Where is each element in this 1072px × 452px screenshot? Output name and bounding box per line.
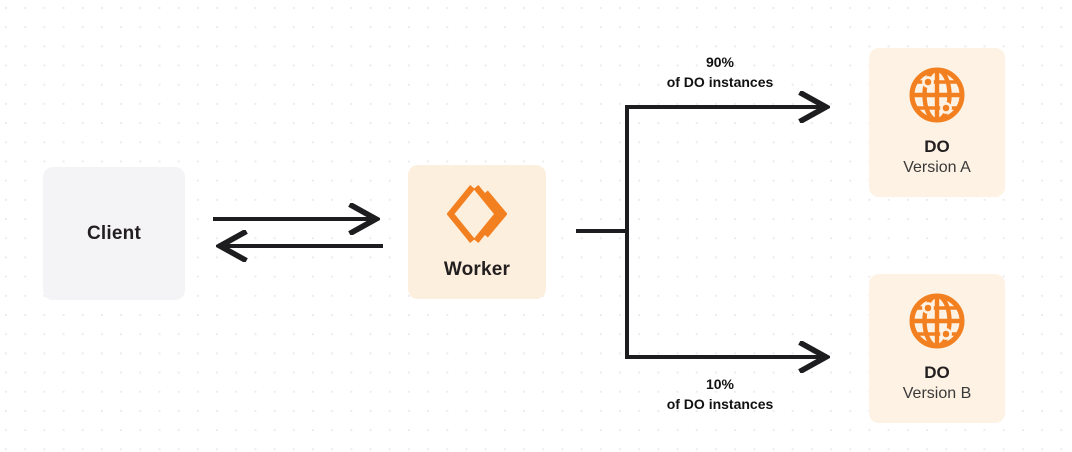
edge-label-do-a: 90% of DO instances <box>620 52 820 93</box>
node-do-b-subtitle: Version B <box>902 385 972 403</box>
durable-object-globe-icon <box>908 292 966 350</box>
node-do-a-title: DO <box>924 136 950 156</box>
node-do-b: DO Version B <box>869 274 1005 423</box>
node-do-b-title: DO <box>924 362 950 382</box>
edge-worker-to-do-b <box>625 231 826 357</box>
edge-label-do-b-caption: of DO instances <box>666 396 774 413</box>
node-worker: Worker <box>408 165 546 299</box>
edge-label-do-a-caption: of DO instances <box>666 74 774 91</box>
edge-label-do-b: 10% of DO instances <box>620 374 820 415</box>
durable-object-globe-icon <box>908 66 966 124</box>
node-worker-label: Worker <box>443 259 511 280</box>
edge-label-do-a-percent: 90% <box>705 54 735 70</box>
node-do-a: DO Version A <box>869 48 1005 197</box>
cloudflare-workers-icon <box>446 183 508 245</box>
edge-worker-to-do-a <box>625 107 826 231</box>
node-client: Client <box>43 167 185 300</box>
node-do-a-subtitle: Version A <box>903 159 971 177</box>
edge-label-do-b-percent: 10% <box>705 376 735 392</box>
node-client-label: Client <box>87 222 141 244</box>
